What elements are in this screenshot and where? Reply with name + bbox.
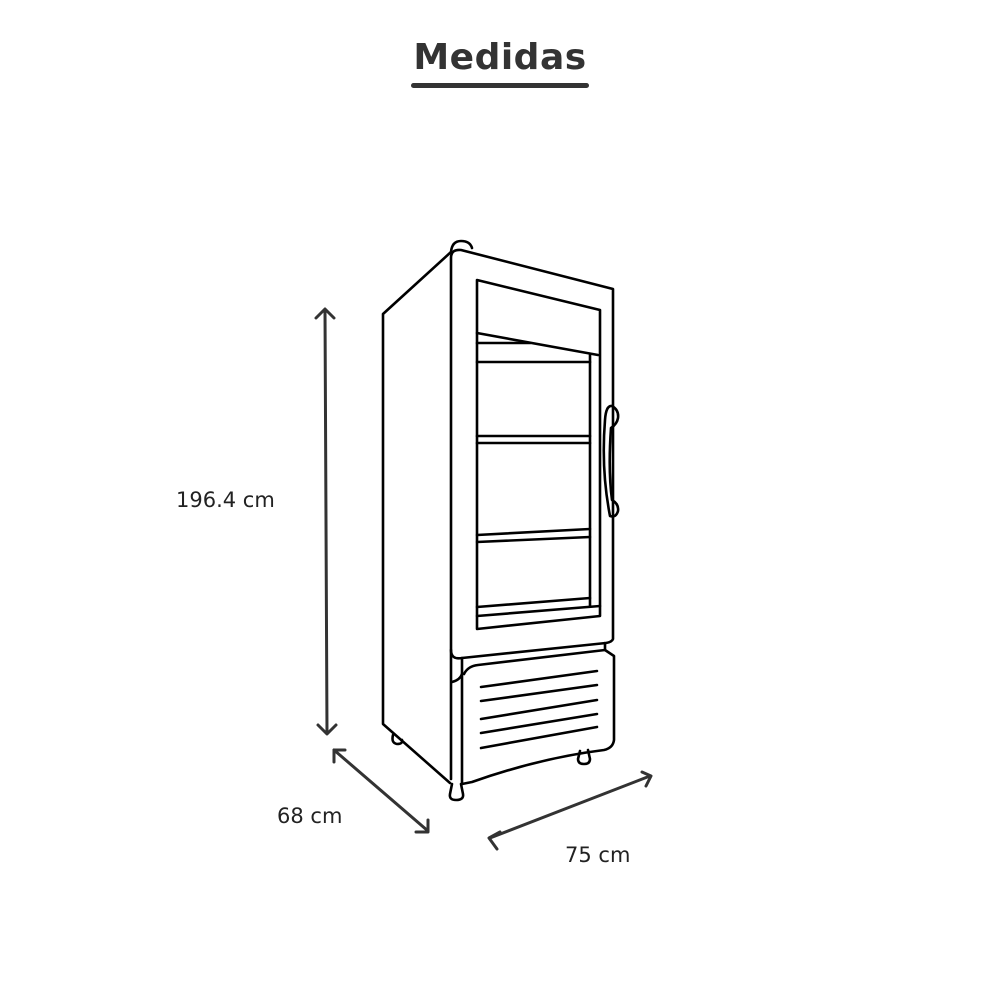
dimension-arrows: [314, 307, 653, 851]
foot-front-right: [576, 748, 592, 766]
base-grille: [449, 641, 616, 786]
door-handle: [602, 404, 620, 518]
top-hinge-cap: [449, 239, 474, 254]
header-sign-panel: [475, 331, 600, 608]
shelves: [475, 434, 602, 618]
page-title: Medidas: [413, 37, 587, 78]
depth-dimension-label: 68 cm: [277, 804, 343, 828]
foot-back-left: [391, 733, 404, 746]
height-dimension-label: 196.4 cm: [176, 488, 275, 512]
refrigerator-illustration: [381, 239, 620, 802]
title-underline: [411, 83, 589, 88]
height-arrow: [314, 307, 338, 736]
foot-front-left: [448, 782, 465, 802]
width-arrow: [487, 770, 653, 851]
shelf: [475, 596, 602, 618]
width-dimension-label: 75 cm: [565, 843, 631, 867]
shelf: [475, 527, 592, 544]
shelf: [475, 434, 592, 445]
door-frame: [449, 248, 615, 660]
feet: [391, 733, 592, 802]
side-panel: [381, 250, 453, 785]
depth-arrow: [332, 748, 430, 834]
